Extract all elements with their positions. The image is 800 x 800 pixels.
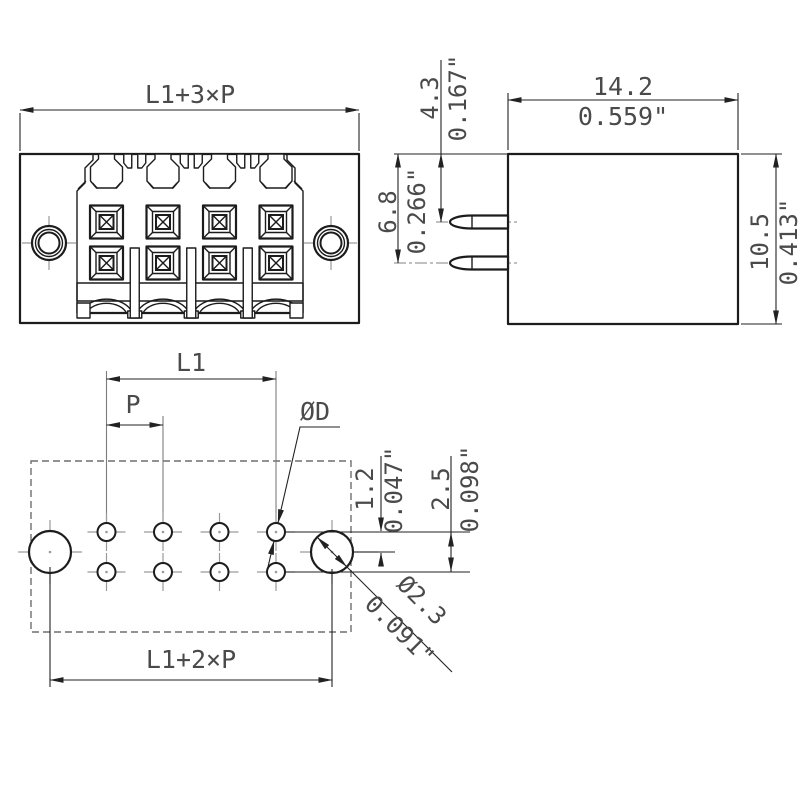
leader-mount-dia — [345, 565, 453, 673]
dim-fp-row-offset-mm: 1.2 — [351, 467, 379, 510]
mounting-hole-left — [22, 216, 76, 270]
connector-housing — [18, 152, 361, 325]
dim-fp-row-offset-in: 0.047" — [380, 447, 408, 534]
board-outline — [30, 460, 352, 633]
leader-hole-dia — [277, 426, 340, 524]
pin-hole-array — [86, 512, 296, 592]
dim-fp-l1: L1 — [176, 348, 206, 377]
dim-side-height-in: 0.413" — [775, 199, 800, 286]
front-view: L1+3×P — [18, 80, 361, 325]
pin-1 — [436, 214, 520, 230]
dim-side-height-mm: 10.5 — [746, 213, 774, 271]
dim-side-width-in: 0.559" — [578, 102, 668, 131]
mounting-drill-left — [18, 520, 82, 584]
dim-side-pin1-mm: 4.3 — [416, 76, 444, 119]
footprint-view: L1 P ØD — [18, 348, 484, 687]
dim-front-overall-width: L1+3×P — [145, 80, 235, 109]
mounting-hole-right — [304, 216, 357, 270]
dim-fp-row-pitch-mm: 2.5 — [427, 467, 455, 510]
dim-fp-hole-dia: ØD — [300, 397, 330, 426]
dim-side-width-mm: 14.2 — [593, 72, 653, 101]
dim-side-pin2-in: 0.266" — [403, 168, 431, 255]
dim-fp-row-pitch-in: 0.098" — [456, 446, 484, 533]
plug-body-base — [76, 298, 304, 319]
side-view: 14.2 0.559" 4.3 0.167" 6.8 0.266" 10.5 0… — [374, 55, 800, 326]
connector-body-side — [506, 152, 740, 326]
dim-fp-overall: L1+2×P — [146, 645, 236, 674]
divider-bars — [127, 247, 256, 319]
pin-2 — [394, 255, 520, 271]
dim-side-pin1-in: 0.167" — [444, 55, 472, 142]
dim-fp-pitch: P — [125, 390, 140, 419]
plug-body-castellation — [76, 153, 304, 313]
